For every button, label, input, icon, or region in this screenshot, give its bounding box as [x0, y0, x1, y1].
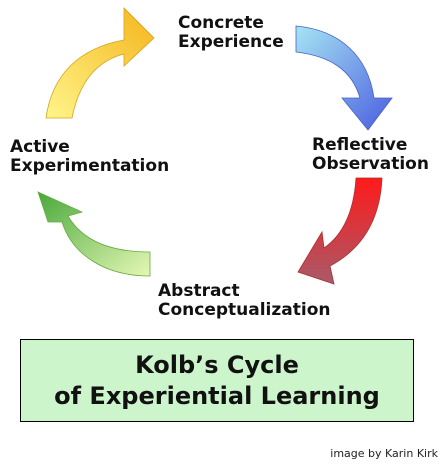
- title-text: Kolb’s Cycle of Experiential Learning: [21, 340, 413, 412]
- stage-line: Concrete: [178, 13, 264, 33]
- stage-abstract-conceptualization: Abstract Conceptualization: [158, 282, 331, 320]
- cycle-diagram: [37, 7, 393, 285]
- stage-line: Active: [10, 137, 70, 157]
- stage-reflective-observation: Reflective Observation: [312, 136, 429, 174]
- stage-line: Experience: [178, 32, 284, 52]
- stage-active-experimentation: Active Experimentation: [10, 138, 169, 176]
- stage-line: Conceptualization: [158, 300, 331, 320]
- image-credit: image by Karin Kirk: [330, 447, 438, 460]
- arrow-observation-to-conceptualization: [297, 177, 383, 285]
- arrow-experience-to-observation: [295, 25, 393, 131]
- stage-line: Experimentation: [10, 156, 170, 176]
- stage-line: Observation: [312, 154, 429, 174]
- title-line-1: Kolb’s Cycle: [135, 351, 299, 379]
- stage-concrete-experience: Concrete Experience: [178, 14, 284, 52]
- arrow-experimentation-to-experience: [45, 7, 155, 119]
- stage-line: Abstract: [158, 281, 240, 301]
- stage-line: Reflective: [312, 135, 408, 155]
- title-line-2: of Experiential Learning: [54, 382, 380, 410]
- arrow-conceptualization-to-experimentation: [37, 191, 151, 277]
- title-box: Kolb’s Cycle of Experiential Learning: [20, 339, 414, 422]
